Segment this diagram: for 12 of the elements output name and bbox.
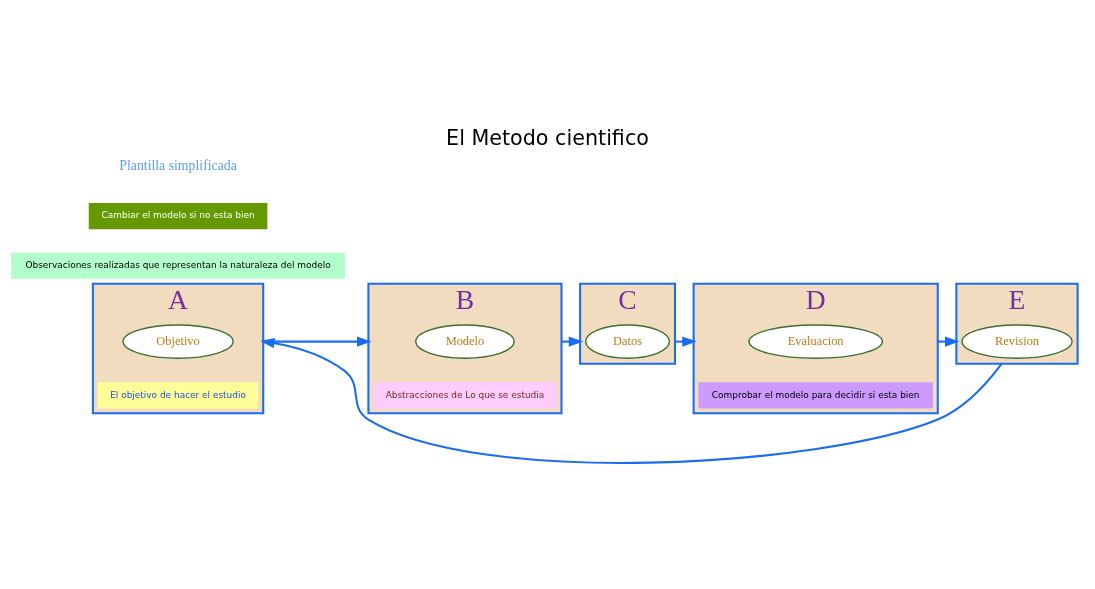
- node-box: Cambiar el modelo si no esta bien: [88, 203, 268, 230]
- node-box: El objetivo de hacer el estudio: [97, 382, 259, 409]
- node-ellipse: Modelo: [415, 324, 515, 359]
- node-ellipse: Objetivo: [122, 324, 234, 359]
- label: Plantilla simplificada: [119, 157, 237, 173]
- node-ellipse: Revision: [961, 324, 1073, 359]
- diagram-title: El Metodo cientifico: [446, 126, 649, 151]
- node-box: Comprobar el modelo para decidir si esta bien: [698, 382, 933, 409]
- node-box: Observaciones realizadas que representan la naturaleza del modelo: [11, 252, 345, 279]
- node-ellipse: Evaluacion: [748, 324, 884, 359]
- node-box: Abstracciones de Lo que se estudia: [373, 382, 557, 409]
- node-ellipse: Datos: [585, 324, 671, 359]
